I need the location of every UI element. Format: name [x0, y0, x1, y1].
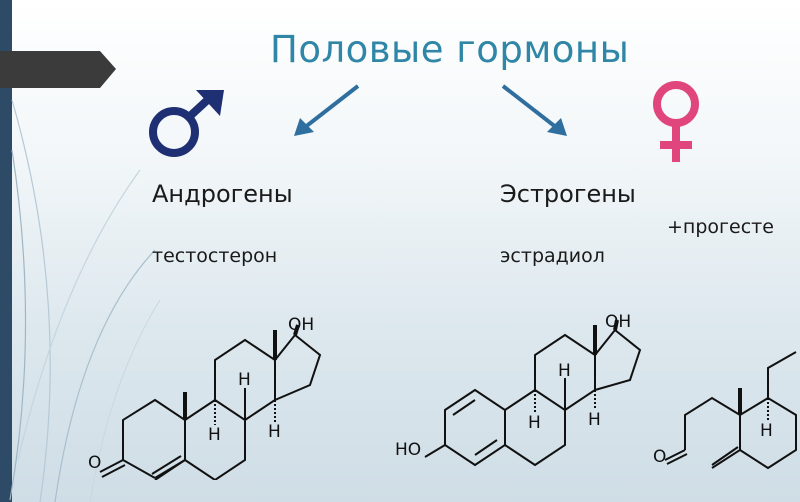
estradiol-label: эстрадиол [500, 245, 605, 267]
testosterone-h3: H [268, 422, 281, 442]
estradiol-oh: OH [605, 312, 631, 332]
female-symbol-icon [653, 81, 699, 162]
male-symbol-icon [149, 90, 224, 157]
estradiol-structure [424, 319, 642, 467]
testosterone-structure [99, 324, 322, 480]
progesterone-h1: H [760, 421, 773, 441]
progesterone-atoms: O H [653, 421, 773, 467]
androgens-label: Андрогены [152, 180, 293, 208]
testosterone-label: тестостерон [152, 245, 278, 267]
left-arrow [294, 84, 360, 136]
progesterone-label: +прогесте [667, 216, 774, 238]
testosterone-atoms: OH O H H H [88, 315, 314, 473]
estradiol-h1: H [558, 361, 571, 381]
progesterone-o: O [653, 447, 666, 467]
progesterone-structure [664, 351, 797, 470]
estradiol-ho: HO [395, 440, 421, 460]
testosterone-oh: OH [288, 315, 314, 335]
testosterone-h2: H [208, 425, 221, 445]
slide-title: Половые гормоны [270, 28, 630, 71]
right-arrow [501, 84, 567, 136]
left-accent-bar [0, 0, 12, 502]
testosterone-o: O [88, 453, 101, 473]
estradiol-h2: H [528, 413, 541, 433]
estradiol-atoms: OH HO H H H [395, 312, 631, 460]
estrogens-label: Эстрогены [500, 180, 636, 208]
testosterone-h1: H [238, 370, 251, 390]
decorative-curves [9, 99, 160, 502]
estradiol-h3: H [588, 410, 601, 430]
slide-tab-marker [0, 51, 116, 88]
